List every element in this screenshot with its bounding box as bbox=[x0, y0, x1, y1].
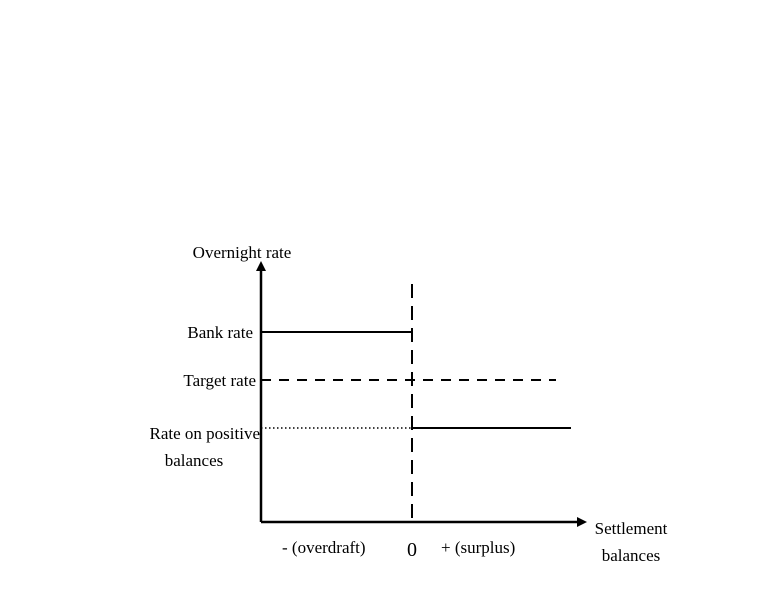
x-axis-label-line1: Settlement bbox=[595, 519, 668, 538]
positive-rate-label-line2: balances bbox=[165, 451, 224, 470]
target-rate-label: Target rate bbox=[183, 371, 256, 390]
x-axis-label-line2: balances bbox=[602, 546, 661, 565]
surplus-label: + (surplus) bbox=[441, 538, 515, 557]
bank-rate-label: Bank rate bbox=[187, 323, 253, 342]
overdraft-label: - (overdraft) bbox=[282, 538, 366, 557]
positive-rate-label-line1: Rate on positive bbox=[150, 424, 260, 443]
zero-label: 0 bbox=[407, 539, 417, 561]
y-axis-label: Overnight rate bbox=[193, 243, 292, 262]
